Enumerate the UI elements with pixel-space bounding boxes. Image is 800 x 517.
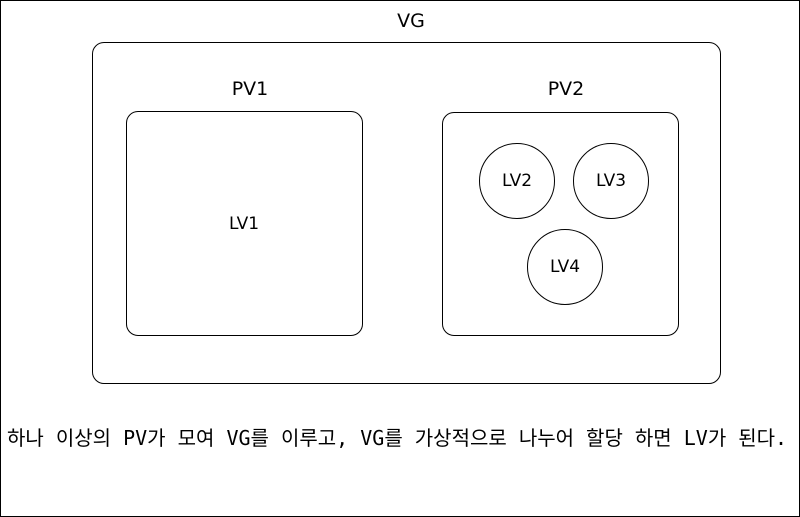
lv2-circle: LV2 [479, 143, 555, 219]
lv3-label: LV3 [595, 171, 627, 191]
caption-text: 하나 이상의 PV가 모여 VG를 이루고, VG를 가상적으로 나누어 할당 … [7, 426, 788, 450]
pv1-label: PV1 [231, 78, 269, 100]
vg-label: VG [397, 10, 425, 32]
lv2-label: LV2 [501, 171, 533, 191]
lv3-circle: LV3 [573, 143, 649, 219]
lv4-circle: LV4 [527, 229, 603, 305]
pv1-box [126, 111, 363, 336]
pv2-box [442, 112, 679, 336]
vg-box [92, 42, 721, 384]
lv4-label: LV4 [549, 257, 581, 277]
pv2-label: PV2 [547, 78, 585, 100]
lv1-label: LV1 [228, 214, 260, 234]
